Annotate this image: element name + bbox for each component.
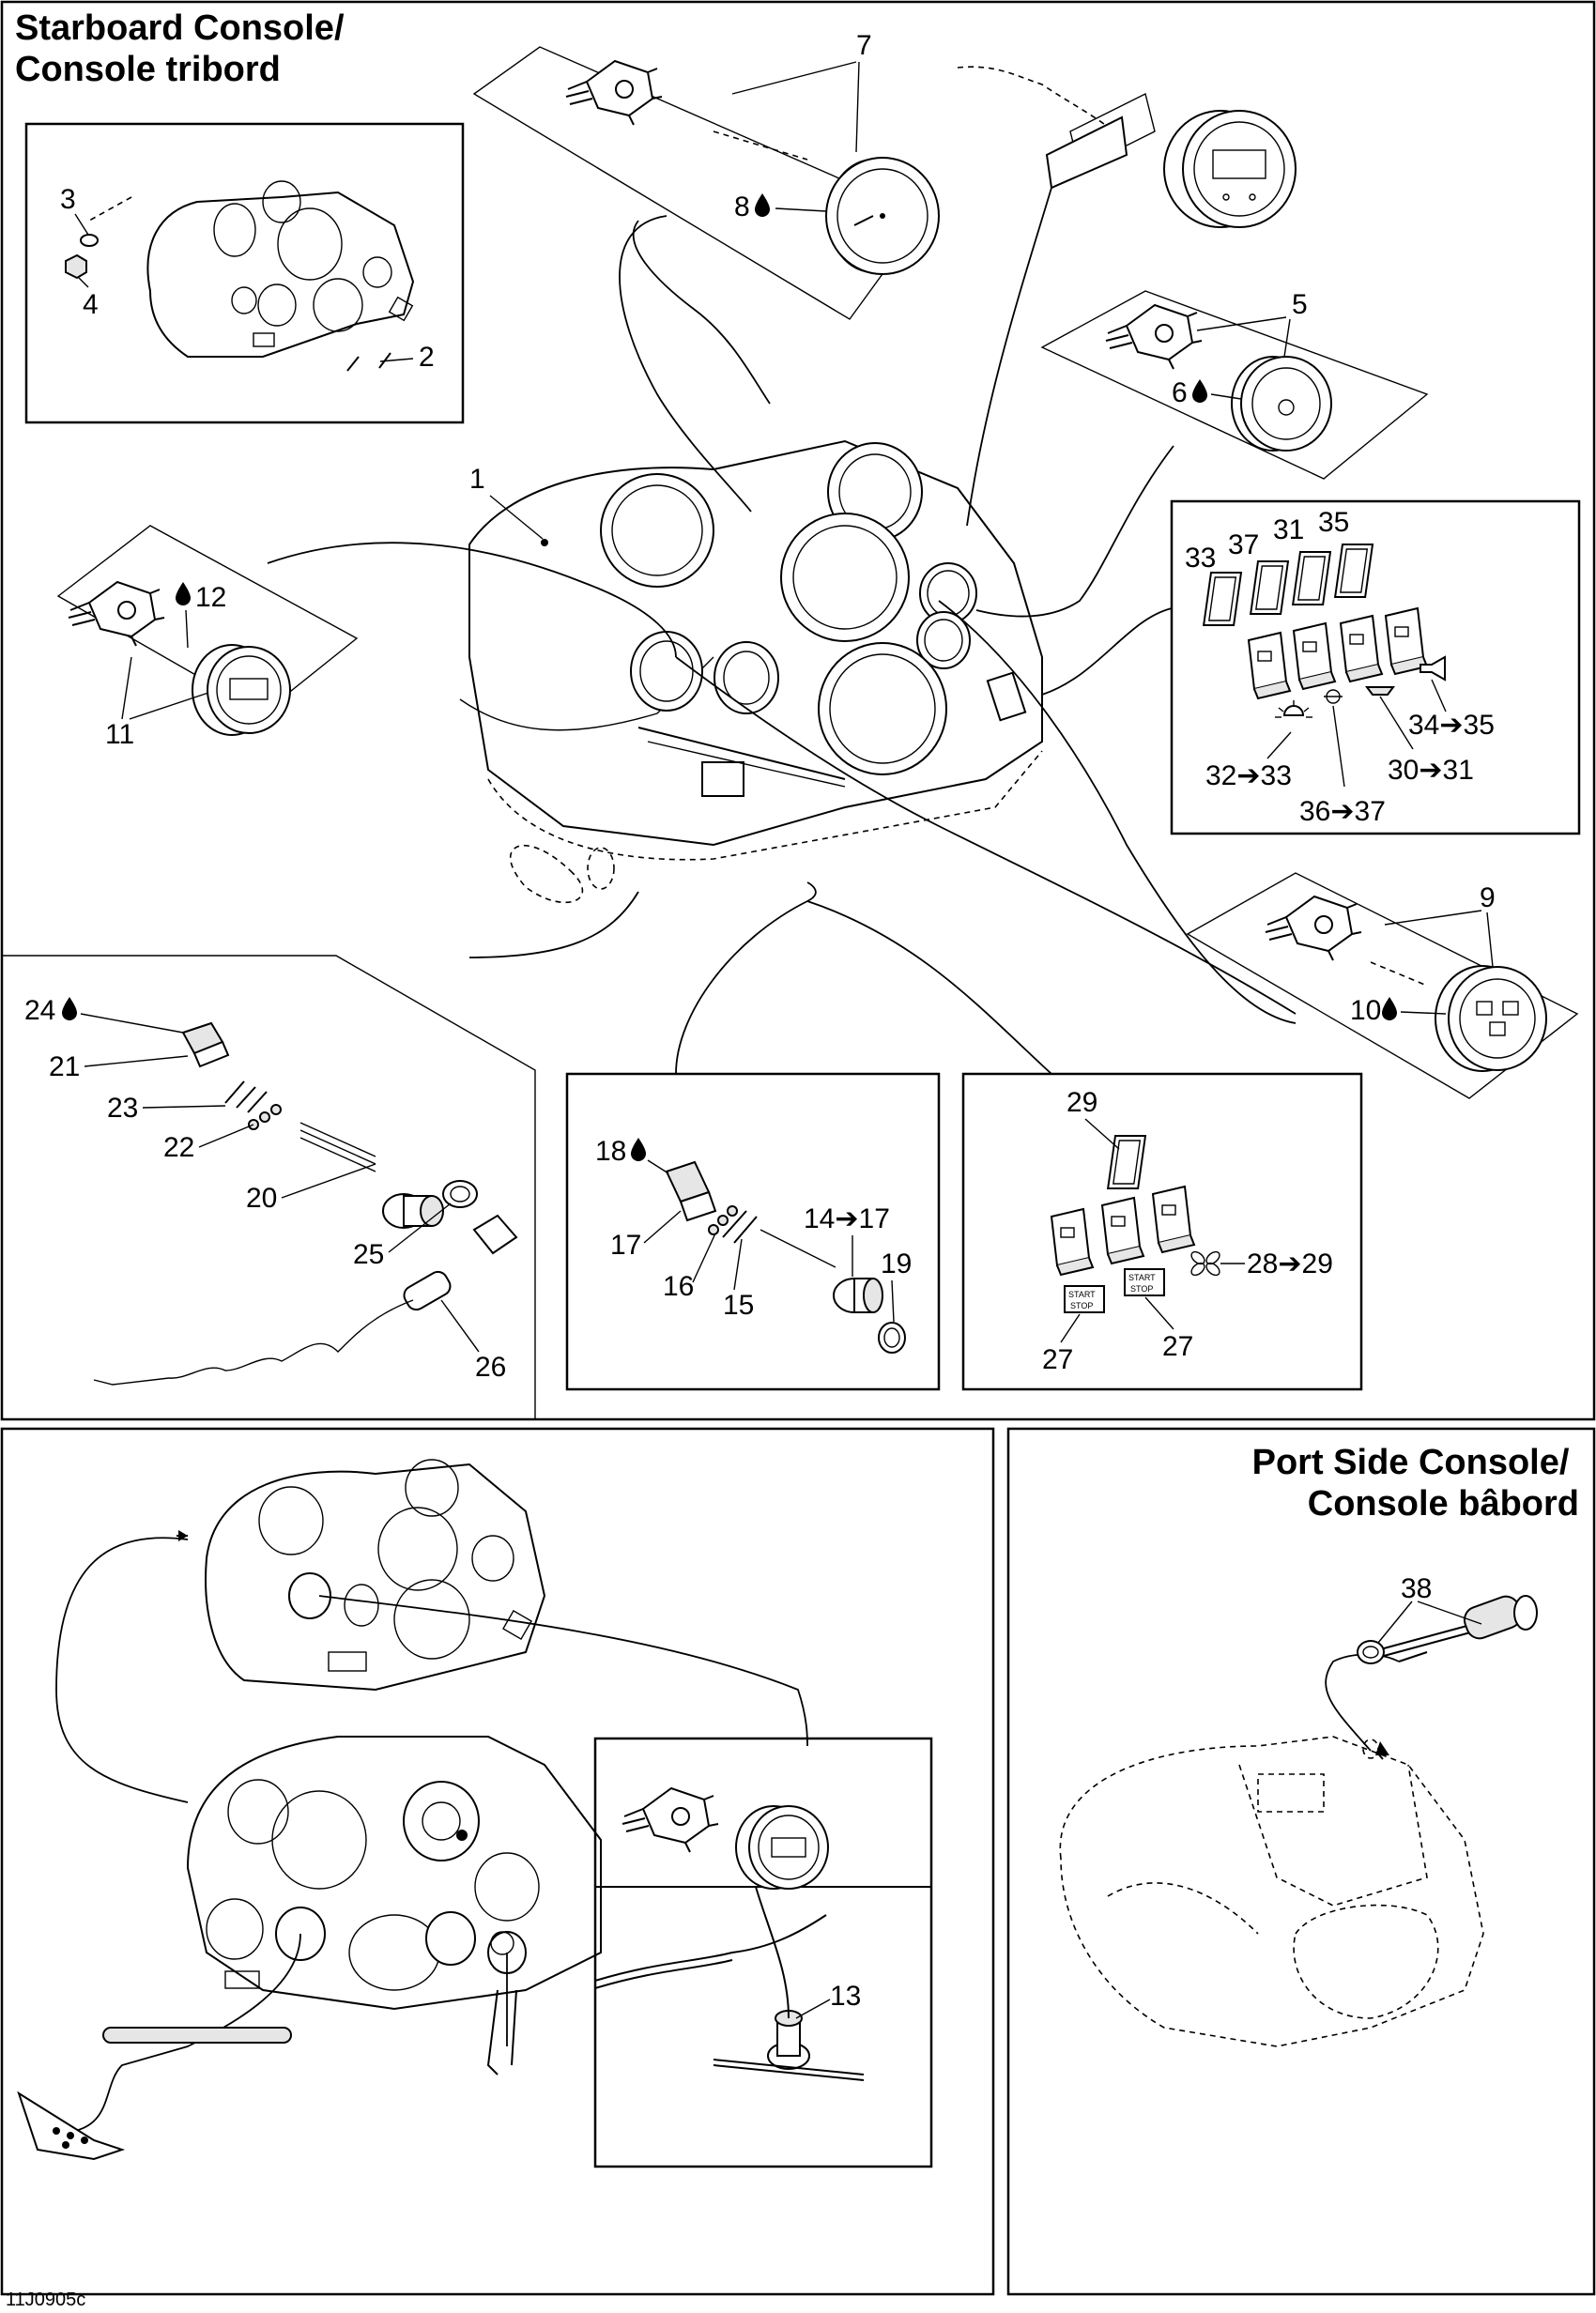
callout-7: 7 (856, 30, 872, 61)
callout-24: 24 (24, 995, 55, 1026)
callout-21: 21 (49, 1051, 80, 1082)
callout-9: 9 (1480, 882, 1496, 913)
light-icon (1275, 700, 1312, 718)
callout-25: 25 (353, 1239, 384, 1270)
bilge-icon (1324, 689, 1343, 704)
callout-22: 22 (163, 1132, 194, 1163)
callout-3: 3 (60, 184, 76, 215)
callout-15: 15 (723, 1290, 754, 1321)
callout-18: 18 (595, 1136, 626, 1167)
callout-31: 31 (1273, 514, 1304, 545)
callout-8: 8 (734, 191, 750, 222)
callout-33: 33 (1185, 543, 1216, 574)
callout-4: 4 (83, 289, 99, 320)
callout-16: 16 (663, 1271, 694, 1302)
callout-1: 1 (469, 464, 485, 495)
drop-icon (1192, 379, 1207, 403)
callout-12: 12 (195, 582, 226, 613)
callout-6: 6 (1172, 377, 1188, 408)
gauge-9-10-group: 9 10 (1186, 872, 1579, 1099)
callout-28-29: 28➔29 (1247, 1248, 1333, 1279)
start-stop-panel: START STOP START STOP 29 28➔29 27 27 (961, 1072, 1363, 1391)
wiring-leaders (267, 187, 1297, 1075)
start-stop-button-right: START STOP (1124, 1268, 1165, 1296)
gauge-11-12-group: 12 11 (56, 525, 359, 750)
callout-10: 10 (1350, 995, 1381, 1026)
gauge-5-6-group: 5 6 (1040, 289, 1429, 480)
callout-23: 23 (107, 1093, 138, 1124)
svg-text:START: START (1128, 1273, 1156, 1282)
drop-icon (1382, 997, 1397, 1020)
gauge-7-8-group: 7 8 (472, 30, 940, 320)
drop-icon (62, 997, 77, 1020)
svg-text:STOP: STOP (1070, 1301, 1093, 1310)
drop-icon (755, 193, 770, 217)
callout-14-17: 14➔17 (804, 1203, 890, 1234)
callout-29: 29 (1067, 1087, 1097, 1118)
starboard-console-title: Starboard Console/ Console tribord (15, 8, 354, 89)
start-stop-button-left: START STOP (1064, 1285, 1105, 1313)
port-console-title: Port Side Console/ Console bâbord (1252, 1443, 1579, 1524)
console-cover-inset: 3 4 2 (24, 122, 465, 424)
callout-11: 11 (105, 719, 134, 750)
ignition-connector-panel: 18 17 16 15 14➔17 19 (565, 1072, 941, 1391)
fan-icon (1190, 1250, 1220, 1277)
callout-30-31: 30➔31 (1388, 755, 1474, 786)
callout-38: 38 (1401, 1573, 1432, 1604)
horn-icon (1420, 655, 1446, 682)
svg-text:START: START (1068, 1290, 1096, 1299)
gauge-mounting-frame (0, 1427, 995, 2296)
callout-27-right: 27 (1162, 1331, 1193, 1362)
console-main: 1 (459, 439, 1043, 904)
gauge-mounting-detail: 13 (17, 1459, 933, 2168)
nav-light-icon (1365, 686, 1395, 696)
image-code: 11J0905c (6, 2290, 85, 2310)
callout-17: 17 (610, 1230, 641, 1261)
callout-34-35: 34➔35 (1408, 710, 1495, 741)
drop-icon (176, 582, 191, 605)
switch-stickers-panel: 33 37 31 35 32➔33 36➔37 30➔31 34➔35 (1170, 499, 1581, 835)
drop-icon (631, 1138, 646, 1161)
port-console-detail: 38 (1059, 1573, 1538, 2047)
callout-35: 35 (1318, 507, 1349, 538)
callout-20: 20 (246, 1183, 277, 1214)
port-console-frame (1006, 1427, 1596, 2296)
key-switch-group: 24 21 23 22 20 25 26 (2, 955, 536, 1419)
callout-13: 13 (830, 1981, 861, 2012)
callout-5: 5 (1292, 289, 1308, 320)
callout-32-33: 32➔33 (1205, 760, 1292, 791)
starboard-console-frame (0, 0, 1596, 1421)
callout-26: 26 (475, 1352, 506, 1383)
callout-19: 19 (881, 1248, 912, 1279)
callout-27-left: 27 (1042, 1344, 1073, 1375)
callout-36-37: 36➔37 (1299, 796, 1386, 827)
callout-37: 37 (1228, 529, 1259, 560)
svg-text:STOP: STOP (1130, 1284, 1153, 1294)
callout-2: 2 (419, 342, 435, 373)
digital-gauge-group (957, 66, 1297, 228)
